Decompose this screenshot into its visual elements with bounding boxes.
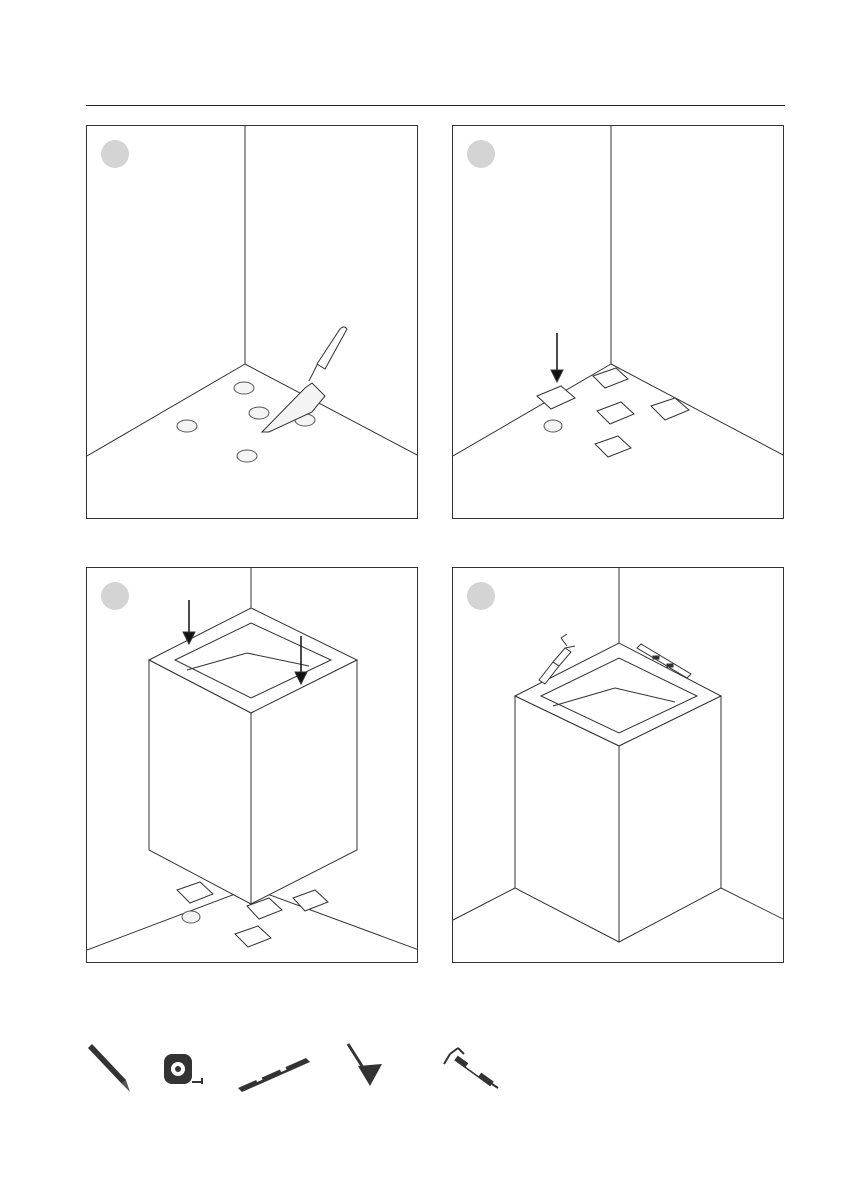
tape-measure-icon bbox=[158, 1040, 214, 1096]
tools-strip bbox=[80, 1040, 510, 1100]
step-3-illustration bbox=[87, 568, 418, 963]
step-2-panel bbox=[452, 125, 784, 519]
header-rule bbox=[86, 105, 785, 106]
down-arrow-icon bbox=[551, 333, 563, 382]
mortar-dab-icon bbox=[544, 420, 562, 432]
pencil-icon bbox=[80, 1040, 136, 1096]
tray-unit-icon bbox=[515, 643, 721, 942]
step-1-panel bbox=[86, 125, 418, 519]
step-2-illustration bbox=[453, 126, 784, 519]
trowel-icon bbox=[342, 1040, 392, 1096]
step-1-illustration bbox=[87, 126, 418, 519]
mortar-dab-icon bbox=[182, 911, 200, 923]
spirit-level-icon bbox=[236, 1040, 312, 1096]
caulk-gun-icon bbox=[436, 1040, 502, 1096]
step-4-illustration bbox=[453, 568, 784, 963]
shim-pad-icon bbox=[537, 368, 689, 457]
step-3-panel bbox=[86, 567, 418, 963]
step-4-panel bbox=[452, 567, 784, 963]
mortar-dab-icon bbox=[177, 382, 315, 462]
tray-unit-icon bbox=[149, 608, 357, 904]
